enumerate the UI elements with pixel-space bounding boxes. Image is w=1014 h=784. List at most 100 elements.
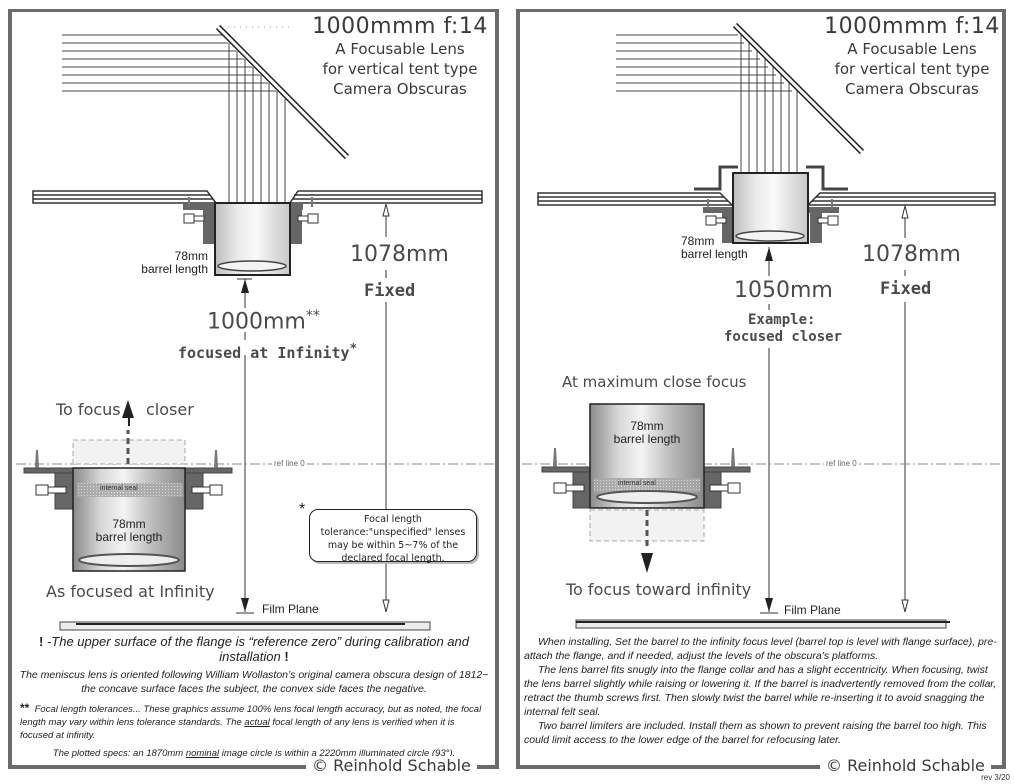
tol-underlined: actual — [244, 717, 270, 728]
focused-at-infinity-label: focused at Infinity* — [178, 340, 357, 362]
platform-left — [32, 190, 483, 204]
fixed-label-left: Fixed — [364, 281, 416, 301]
reference-zero-warning: ! -The upper surface of the flange is “r… — [14, 634, 494, 664]
lens-barrel-icon — [214, 202, 291, 276]
barrel-length-text: barrel length — [141, 262, 208, 276]
inset-barrel-text: barrel length — [95, 530, 163, 544]
right-panel-frame — [516, 9, 1006, 769]
focused-closer-label: focused closer — [724, 329, 843, 345]
left-panel-frame — [8, 9, 499, 769]
title-line-2: for vertical tent type — [322, 60, 478, 78]
inset-barrel-value: 78mm — [630, 419, 664, 433]
arrow-up-icon — [901, 205, 909, 219]
title-main: 1000mmm f:14 — [824, 14, 1000, 39]
barrel-limiters-note: Two barrel limiters are included. Instal… — [524, 720, 987, 746]
bolt-icon — [707, 199, 833, 209]
mirror-icon — [732, 22, 865, 155]
inset-barrel-length-left: 78mm barrel length — [75, 518, 183, 544]
focal-dim-value: 1000mm — [207, 309, 306, 335]
to-focus-label: To focus — [56, 400, 121, 419]
title-main: 1000mmm f:14 — [312, 14, 488, 39]
barrel-length-value: 78mm — [174, 249, 208, 263]
right-top-diagram — [522, 22, 1006, 629]
arrow-up-icon — [382, 203, 390, 217]
internal-seal-label-left: internal seal — [100, 485, 138, 492]
film-plane-left — [59, 621, 431, 631]
title-line-1: A Focusable Lens — [847, 40, 977, 58]
tolerance-asterisk: * — [299, 501, 306, 518]
film-plane-label-left: Film Plane — [262, 602, 319, 616]
inset-barrel-text: barrel length — [613, 432, 681, 446]
bolt-icon — [188, 197, 313, 207]
asterisk-mark: * — [349, 340, 358, 355]
arrow-down-icon — [382, 599, 390, 613]
thumb-screw-icon — [183, 213, 319, 224]
closer-label: closer — [146, 400, 194, 419]
tol-text-a: Focal length tolerances... These graphic… — [20, 704, 482, 728]
arrow-up-icon — [765, 247, 773, 261]
as-focused-caption: As focused at Infinity — [46, 582, 215, 601]
double-asterisk-mark: ** — [305, 308, 320, 324]
film-plane-right — [575, 619, 947, 629]
copyright-left: © Reinhold Schable — [306, 756, 477, 775]
revision-label: rev 3/20 — [981, 773, 1010, 782]
specs-text-b: image circle is within a 2220mm illumina… — [219, 748, 456, 759]
arrow-down-icon — [641, 553, 653, 573]
focus-toward-infinity-label: To focus toward infinity — [566, 580, 752, 599]
right-notes: When installing, Set the barrel to the i… — [524, 635, 1000, 747]
left-notes: ! -The upper surface of the flange is “r… — [14, 634, 494, 759]
title-block-right: 1000mmm f:14 A Focusable Lens for vertic… — [812, 14, 1012, 99]
title-block-left: 1000mmm f:14 A Focusable Lens for vertic… — [300, 14, 500, 99]
arrow-up-icon — [241, 279, 249, 293]
specs-underlined: nominal — [185, 748, 220, 759]
barrel-length-value: 78mm — [681, 234, 715, 248]
platform-right — [537, 192, 996, 206]
installing-note: When installing, Set the barrel to the i… — [524, 636, 997, 662]
arrow-up-icon — [122, 400, 134, 418]
title-line-3: Camera Obscuras — [333, 80, 467, 98]
barrel-fit-note: The lens barrel fits snugly into the fla… — [524, 664, 997, 718]
lens-barrel-icon — [589, 403, 705, 509]
thumb-screw-icon — [35, 484, 223, 496]
internal-seal-label-right: internal seal — [618, 480, 656, 487]
warning-mark: ! — [284, 649, 289, 664]
warning-text: -The upper surface of the flange is “ref… — [46, 634, 469, 664]
inset-barrel-length-right: 78mm barrel length — [592, 420, 702, 446]
incoming-rays-left — [62, 34, 276, 92]
plotted-specs-note: The plotted specs: an 1870mm nominal ima… — [14, 748, 494, 759]
title-line-1: A Focusable Lens — [335, 40, 465, 58]
left-top-diagram — [16, 24, 502, 631]
title-line-2: for vertical tent type — [834, 60, 990, 78]
specs-text-a: The plotted specs: an 1870mm — [52, 748, 186, 759]
focal-dimension-right: 1050mm — [734, 278, 833, 303]
thumb-screw-icon — [553, 482, 741, 494]
ref-line-label-right: ref line 0 — [824, 459, 859, 468]
barrel-length-label-right: 78mm barrel length — [681, 235, 748, 261]
arrow-down-icon — [241, 598, 249, 612]
ref-line-label-left: ref line 0 — [272, 459, 307, 468]
example-label: Example: — [748, 312, 816, 328]
title-line-3: Camera Obscuras — [845, 80, 979, 98]
double-asterisk-mark: ** — [20, 701, 30, 715]
focal-dimension-left: 1000mm** — [207, 308, 320, 334]
barrel-limiters — [694, 165, 848, 191]
thumb-screw-icon — [705, 215, 839, 226]
arrow-down-icon — [901, 599, 909, 613]
mirror-icon — [215, 24, 350, 160]
focused-at-infinity-text: focused at Infinity — [178, 344, 350, 362]
inset-barrel-value: 78mm — [112, 517, 146, 531]
warning-mark: ! — [39, 634, 44, 649]
tol-text-b: focal length of any lens is verified whe… — [20, 717, 455, 741]
max-close-focus-title: At maximum close focus — [562, 373, 747, 391]
lens-barrel-icon — [72, 467, 186, 572]
bolt-icon — [35, 450, 218, 468]
bolt-icon — [553, 448, 735, 467]
film-plane-label-right: Film Plane — [784, 603, 841, 617]
arrow-down-icon — [765, 598, 773, 612]
tolerance-callout: Focal length tolerance:"unspecified" len… — [309, 509, 477, 564]
fixed-label-right: Fixed — [880, 279, 932, 299]
focal-tolerance-note: ** Focal length tolerances... These grap… — [14, 702, 494, 742]
meniscus-note: The meniscus lens is oriented following … — [19, 669, 489, 695]
barrel-length-text: barrel length — [681, 247, 748, 261]
